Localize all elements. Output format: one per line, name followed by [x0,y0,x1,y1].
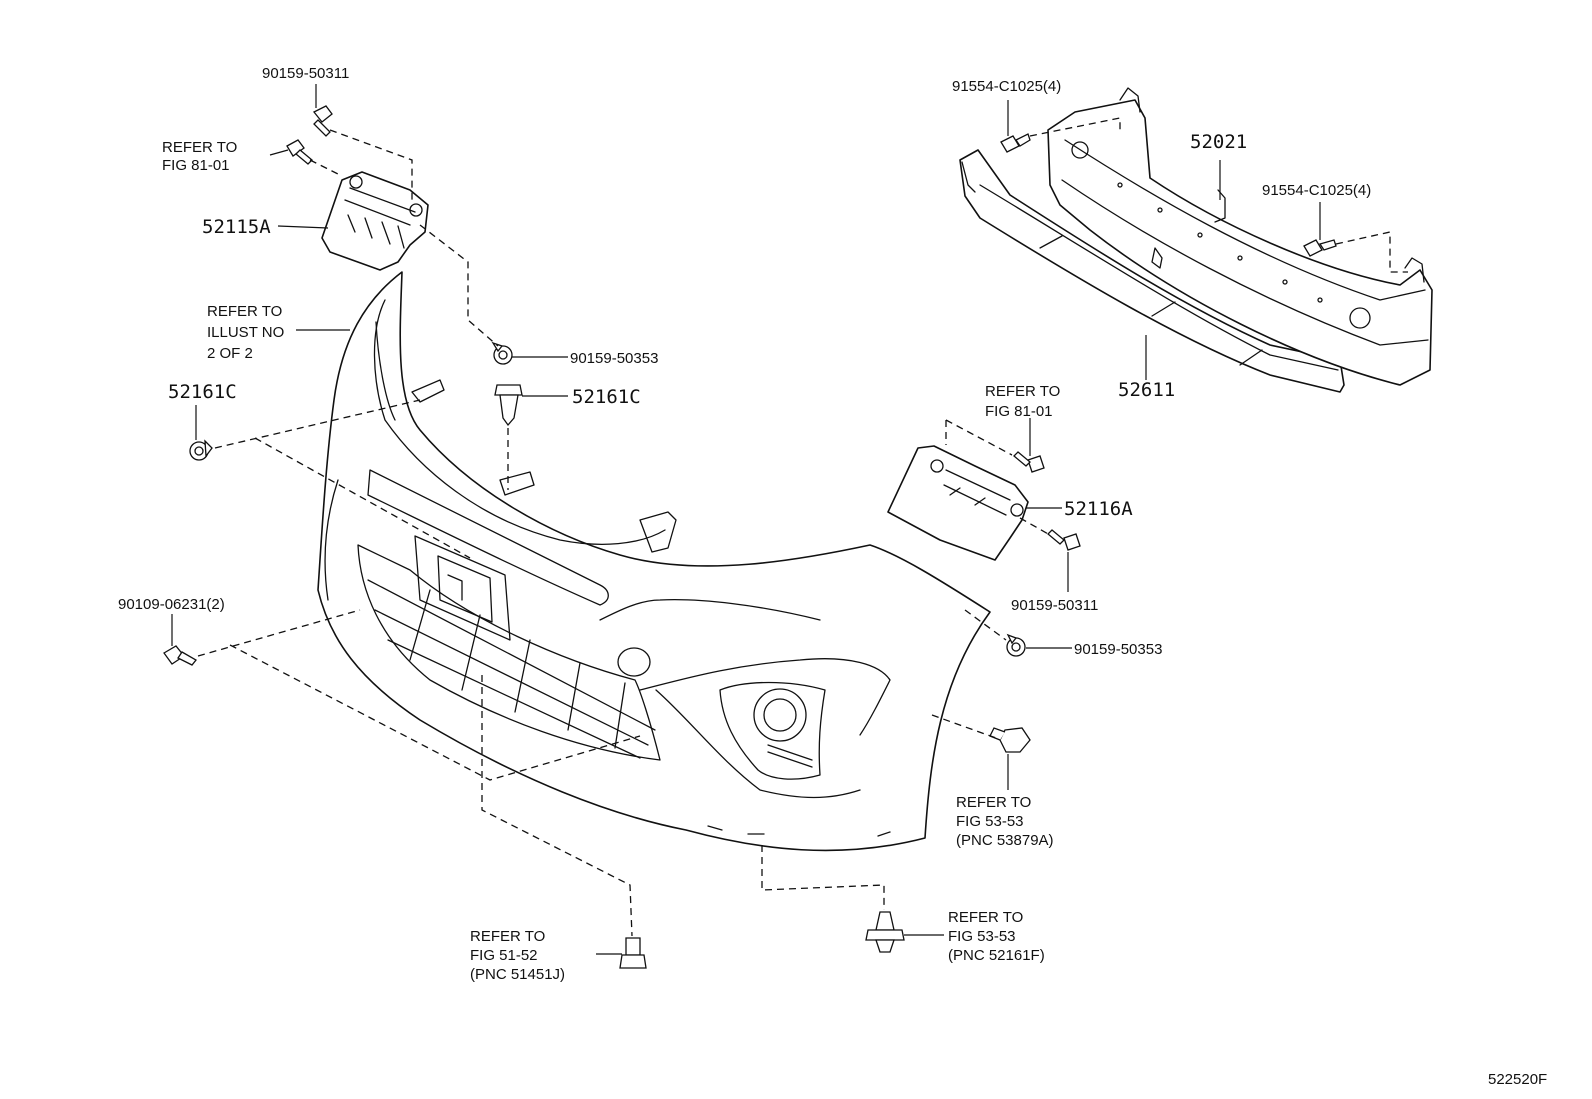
label-refer-5152-3: (PNC 51451J) [470,966,565,983]
label-refer-5353-a-1: REFER TO [956,794,1031,811]
clip-90159-50353-top [491,341,513,365]
bolt-91554-c1025-left [1000,133,1031,153]
label-refer-fig-8101-right-1: REFER TO [985,383,1060,400]
label-refer-illust-2: ILLUST NO [207,324,284,341]
label-90159-50311-top: 90159-50311 [262,65,349,82]
bolt-refer-81-left [286,139,313,165]
label-refer-5353-f-2: FIG 53-53 [948,928,1016,945]
figure-code: 522520F [1488,1071,1547,1088]
label-52115a: 52115A [202,216,271,238]
label-52116a: 52116A [1064,498,1133,520]
label-refer-5353-f-1: REFER TO [948,909,1023,926]
label-refer-fig-8101-right-2: FIG 81-01 [985,403,1053,420]
label-90109-06231: 90109-06231(2) [118,596,225,613]
label-91554-c1025-left: 91554-C1025(4) [952,78,1061,95]
label-52611: 52611 [1118,379,1175,401]
label-refer-5353-a-3: (PNC 53879A) [956,832,1054,849]
label-refer-illust-1: REFER TO [207,303,282,320]
label-90159-50353-right: 90159-50353 [1074,641,1162,658]
label-refer-illust-3: 2 OF 2 [207,345,253,362]
bolt-90109-06231 [163,645,197,666]
bolt-refer-81-right [1013,451,1045,473]
clip-52161f [865,911,905,953]
label-refer-fig-8101-left-2: FIG 81-01 [162,157,230,174]
reinforcement-52021 [1047,87,1433,386]
clip-90159-50353-right [1006,633,1026,657]
absorber-52611 [959,149,1345,393]
label-52161c-center: 52161C [572,386,641,408]
bolt-90159-50311-right [1047,529,1081,551]
label-52161c-left: 52161C [168,381,237,403]
bolt-90159-50311-top [312,105,333,137]
clip-53879a [989,727,1031,753]
label-refer-5353-f-3: (PNC 52161F) [948,947,1045,964]
labels: 90159-50311 REFER TO FIG 81-01 52115A RE… [118,65,1547,1088]
label-90159-50353-top: 90159-50353 [570,350,658,367]
leader-lines [171,84,1321,955]
label-90159-50311-right: 90159-50311 [1011,597,1098,614]
label-refer-fig-8101-left-1: REFER TO [162,139,237,156]
bolt-91554-c1025-right [1303,239,1337,257]
clip-52161c-center [494,384,523,427]
label-52021: 52021 [1190,131,1247,153]
label-refer-5353-a-2: FIG 53-53 [956,813,1024,830]
bolt-51451j [619,937,647,969]
retainer-52116a [887,445,1029,561]
retainer-52115a [321,171,429,271]
label-refer-5152-1: REFER TO [470,928,545,945]
clip-52161c-left [189,439,213,461]
bumper-cover [317,271,991,852]
assembly-lines [197,117,1408,937]
label-refer-5152-2: FIG 51-52 [470,947,538,964]
label-91554-c1025-right: 91554-C1025(4) [1262,182,1371,199]
